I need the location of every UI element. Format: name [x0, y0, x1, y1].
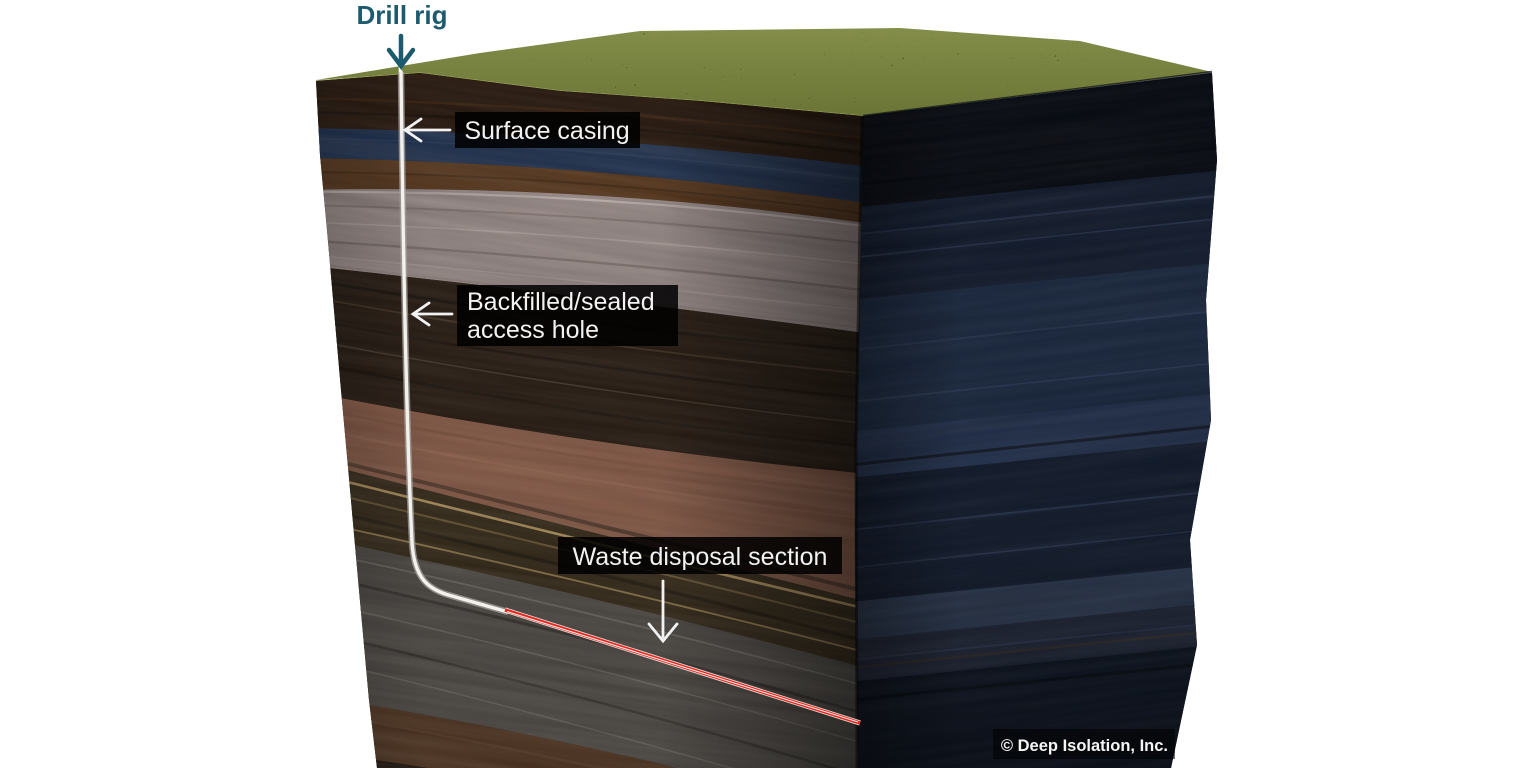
waste-line-center-highlight — [506, 610, 859, 723]
copyright: © Deep Isolation, Inc. — [993, 729, 1175, 759]
backfilled-access-hole-callout: Backfilled/sealed access hole — [410, 285, 678, 346]
backfilled-label-bg — [457, 285, 678, 346]
surface-casing-callout: Surface casing — [402, 112, 640, 148]
backfilled-left-arrow-icon — [410, 301, 454, 327]
front-right-corner-edge — [854, 116, 864, 768]
waste-disposal-text: Waste disposal section — [573, 543, 828, 571]
backfilled-text-line1: Backfilled/sealed — [467, 288, 655, 316]
copyright-text: © Deep Isolation, Inc. — [1001, 737, 1168, 755]
backfilled-text-line2: access hole — [467, 316, 599, 344]
waste-disposal-down-arrow-icon — [647, 579, 679, 644]
surface-casing-label-bg — [455, 112, 640, 148]
drill-rig-label: Drill rig — [356, 0, 448, 70]
borehole-casing-line — [399, 70, 510, 614]
surface-casing-text: Surface casing — [464, 117, 629, 145]
copyright-backdrop — [993, 729, 1175, 759]
waste-disposal-callout: Waste disposal section — [558, 537, 842, 644]
borehole — [397, 52, 861, 726]
grass-right-edge-shadow — [862, 70, 1213, 118]
drill-rig-down-arrow-icon — [386, 33, 416, 70]
waste-disposal-label-bg — [558, 537, 842, 574]
surface-casing-left-arrow-icon — [402, 117, 452, 143]
drill-rig-text: Drill rig — [356, 0, 447, 30]
